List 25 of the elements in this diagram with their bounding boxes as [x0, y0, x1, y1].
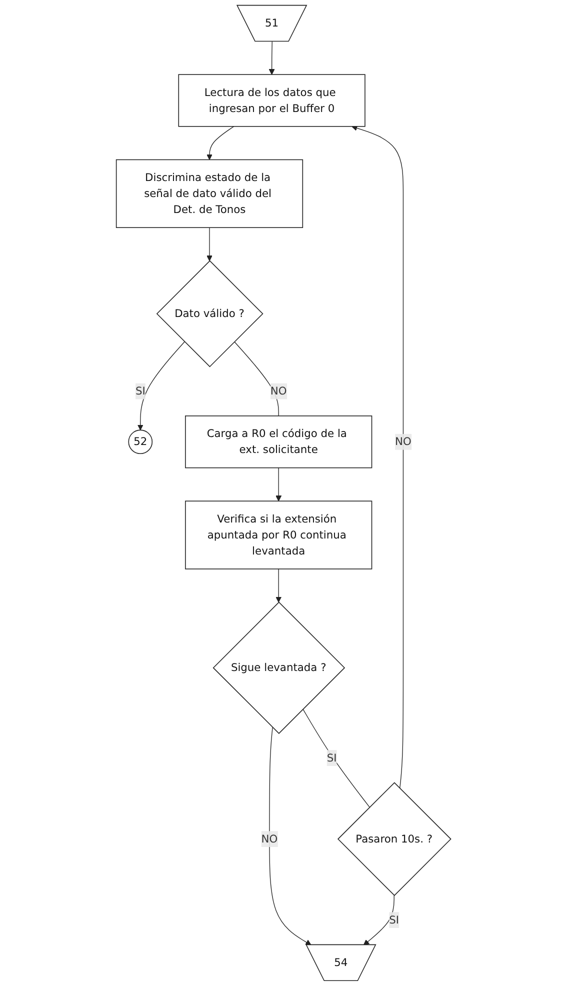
- edge-label: SI: [135, 384, 146, 398]
- node-diamond: Dato válido ?: [156, 260, 264, 368]
- connector: [234, 341, 279, 416]
- arrow: [363, 895, 394, 946]
- arrow: [206, 126, 234, 160]
- edge-label: NO: [261, 832, 278, 846]
- node-box: Verifica si la extensión apuntada por R0 continua levantada: [184, 500, 372, 570]
- node-diamond: Pasaron 10s. ?: [337, 782, 452, 896]
- edge-label: NO: [270, 384, 287, 398]
- node-diamond: Sigue levantada ?: [212, 602, 346, 734]
- arrow: [269, 727, 312, 946]
- arrow: [206, 227, 212, 262]
- node-box: Carga a R0 el código de la ext. solicitante: [184, 416, 372, 468]
- edge-label: SI: [389, 913, 399, 926]
- arrow: [352, 125, 404, 789]
- node-box: Discrimina estado de la señal de dato válido del Det. de Tonos: [116, 159, 303, 228]
- arrow: [276, 467, 282, 502]
- connector: [302, 708, 370, 808]
- arrow: [137, 341, 185, 430]
- node-box: Lectura de los datos que ingresan por el Buffer 0: [178, 74, 366, 127]
- arrow: [276, 568, 282, 602]
- node-circle: 52: [128, 430, 152, 454]
- edge-label: NO: [394, 435, 412, 448]
- edge-label: SI: [326, 751, 337, 764]
- arrow: [268, 41, 275, 75]
